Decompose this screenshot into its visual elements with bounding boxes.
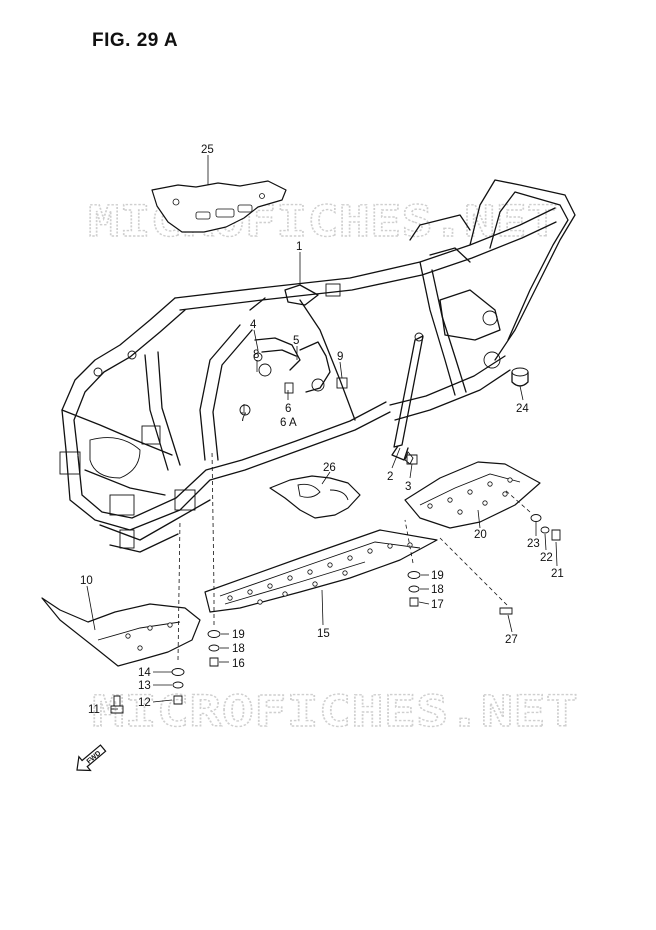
watermark-bottom: MICROFICHES.NET — [92, 687, 578, 737]
callout-6a: 6 A — [280, 417, 297, 429]
callout-22: 22 — [540, 552, 553, 564]
top-cover-plate — [151, 180, 287, 233]
callout-27: 27 — [505, 634, 518, 646]
rubber-bushing — [511, 367, 529, 387]
callout-14: 14 — [138, 667, 151, 679]
callout-13: 13 — [138, 680, 151, 692]
figure-title: FIG. 29 A — [92, 30, 179, 51]
leader-lines — [86, 155, 558, 710]
callout-25: 25 — [201, 144, 214, 156]
callout-20: 20 — [474, 529, 487, 541]
callout-5: 5 — [293, 335, 299, 347]
callout-16: 16 — [232, 658, 245, 670]
callout-2: 2 — [387, 471, 393, 483]
callout-18a: 18 — [232, 643, 245, 655]
callout-3: 3 — [405, 481, 411, 493]
callout-6: 6 — [285, 403, 291, 415]
main-frame — [59, 179, 576, 553]
callout-23: 23 — [527, 538, 540, 550]
callout-18b: 18 — [431, 584, 444, 596]
callout-21: 21 — [551, 568, 564, 580]
callout-labels: 1 2 3 4 5 6 6 A 7 8 9 10 11 12 13 14 15 … — [80, 144, 564, 716]
callout-11: 11 — [88, 704, 100, 716]
callout-19b: 19 — [431, 570, 444, 582]
callout-26: 26 — [323, 462, 336, 474]
callout-15: 15 — [317, 628, 330, 640]
hardware-fasteners — [110, 454, 561, 714]
callout-24: 24 — [516, 403, 529, 415]
callout-9: 9 — [337, 351, 343, 363]
callout-7: 7 — [240, 412, 246, 424]
rear-skid-plate — [404, 461, 541, 529]
callout-8: 8 — [253, 349, 259, 361]
callout-4: 4 — [250, 319, 257, 331]
forward-direction-arrow-icon: FWD — [76, 744, 107, 772]
heat-shield — [269, 475, 361, 519]
callout-12: 12 — [138, 697, 151, 709]
front-skid-plate — [41, 597, 201, 667]
center-skid-plate — [204, 529, 438, 613]
callout-19a: 19 — [232, 629, 245, 641]
callout-17: 17 — [431, 599, 444, 611]
callout-1: 1 — [296, 241, 302, 253]
callout-10: 10 — [80, 575, 93, 587]
